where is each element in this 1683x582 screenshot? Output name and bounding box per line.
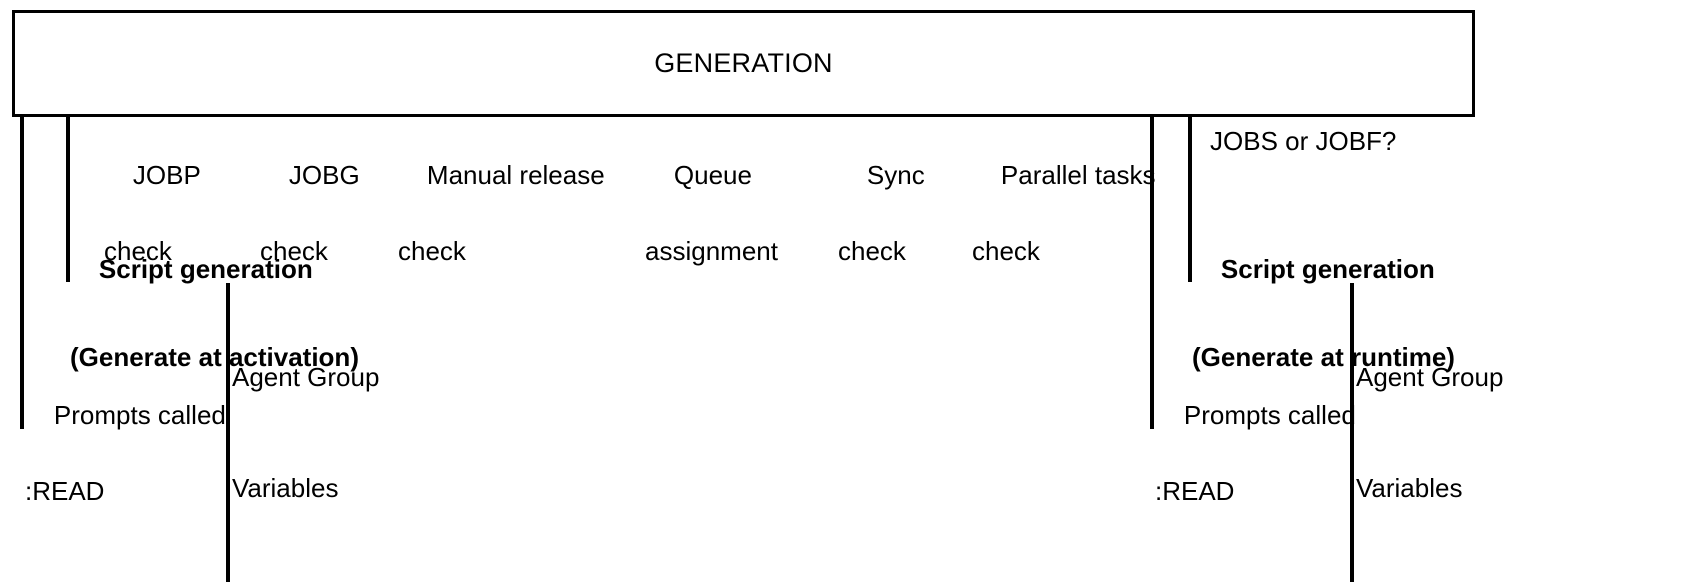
- right-script-generation-heading: Script generation (Generate at runtime): [1192, 203, 1455, 467]
- right-prompts-called-line2: :READ: [1155, 476, 1235, 506]
- right-script-branch-rule: [1188, 117, 1192, 282]
- check-column-jobp-line1: JOBP: [132, 160, 201, 190]
- right-attribute-item-agent-group: Agent Group: [1356, 362, 1504, 392]
- right-prompts-called-line1: Prompts called: [1183, 400, 1356, 430]
- left-script-generation-line2: (Generate at activation): [70, 342, 359, 372]
- generation-box: GENERATION: [12, 10, 1475, 117]
- right-trunk-rule: [1150, 117, 1154, 429]
- right-script-generation-line1: Script generation: [1220, 254, 1435, 284]
- check-column-jobg-line2: check: [260, 236, 328, 266]
- left-script-generation-heading: Script generation (Generate at activatio…: [70, 203, 359, 467]
- check-column-queue-line2: assignment: [645, 236, 778, 266]
- left-attribute-list: Agent Group Variables Pre Process Header…: [232, 285, 421, 582]
- check-column-jobp: JOBP check: [104, 118, 201, 346]
- left-prompts-called-line1: Prompts called: [53, 400, 226, 430]
- check-column-sync-line1: Sync: [866, 160, 925, 190]
- left-prompts-called-line2: :READ: [25, 476, 105, 506]
- generation-title: GENERATION: [654, 47, 833, 78]
- left-trunk-rule: [20, 117, 24, 429]
- left-attribute-item-agent-group: Agent Group: [232, 362, 380, 392]
- check-column-jobg: JOBG check: [260, 118, 360, 346]
- left-attribute-list-rule: [226, 283, 230, 582]
- right-script-generation-line2: (Generate at runtime): [1192, 342, 1455, 372]
- right-prompts-called: Prompts called :READ: [1155, 358, 1356, 582]
- check-column-jobg-line1: JOBG: [288, 160, 360, 190]
- check-column-jobp-line2: check: [104, 236, 172, 266]
- right-attribute-list: Agent Group Variables Pre Process Header…: [1356, 285, 1545, 582]
- check-column-sync-line2: check: [838, 236, 906, 266]
- left-attribute-item-variables: Variables: [232, 473, 339, 503]
- left-script-generation-line1: Script generation: [98, 254, 313, 284]
- check-column-manual-release-line1: Manual release: [426, 160, 605, 190]
- check-column-manual-release-line2: check: [398, 236, 466, 266]
- check-column-parallel-tasks: Parallel tasks check: [972, 118, 1156, 346]
- right-attribute-item-variables: Variables: [1356, 473, 1463, 503]
- check-column-parallel-tasks-line1: Parallel tasks: [1000, 160, 1156, 190]
- check-column-sync: Sync check: [838, 118, 925, 346]
- check-column-queue: Queue assignment: [645, 118, 778, 346]
- check-column-queue-line1: Queue: [673, 160, 752, 190]
- left-script-branch-rule: [66, 117, 70, 282]
- left-prompts-called: Prompts called :READ: [25, 358, 226, 582]
- right-attribute-list-rule: [1350, 283, 1354, 582]
- check-column-parallel-tasks-line2: check: [972, 236, 1040, 266]
- check-column-manual-release: Manual release check: [398, 118, 605, 346]
- jobs-or-jobf-question: JOBS or JOBF?: [1210, 126, 1397, 156]
